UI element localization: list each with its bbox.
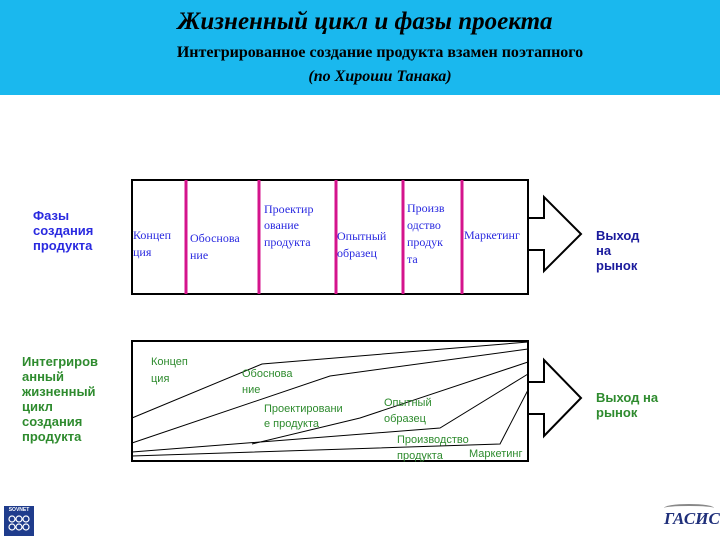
top-exit-label: Выход на рынок	[596, 228, 640, 273]
top-phase-6: Маркетинг	[464, 228, 520, 242]
phase-curve-5	[131, 389, 529, 457]
page-subtitle: Интегрированное создание продукта взамен…	[176, 44, 584, 61]
gasis-logo: ГАСИС	[664, 509, 720, 528]
top-side-label: Фазы создания продукта	[33, 208, 94, 253]
phase-curve-4	[131, 373, 529, 453]
bottom-exit-label: Выход на рынок	[596, 390, 659, 420]
sovnet-logo: SOVNET	[4, 506, 34, 536]
sovnet-logo-mark-icon	[8, 515, 30, 531]
phase-curve-2	[131, 348, 529, 444]
phase-curve-3	[251, 361, 529, 445]
phase-curve-1	[131, 341, 529, 419]
header-banner	[0, 0, 720, 95]
bottom-side-label: Интегриров анный жизненный цикл создания…	[22, 354, 99, 444]
bottom-arrow-icon	[527, 357, 583, 439]
page-title: Жизненный цикл и фазы проекта	[177, 8, 553, 35]
bottom-phase-6: Маркетинг	[469, 448, 522, 460]
top-arrow-icon	[527, 194, 583, 274]
gasis-logo-swoosh-icon	[664, 504, 714, 512]
page-author: (по Хироши Танака)	[308, 68, 452, 85]
